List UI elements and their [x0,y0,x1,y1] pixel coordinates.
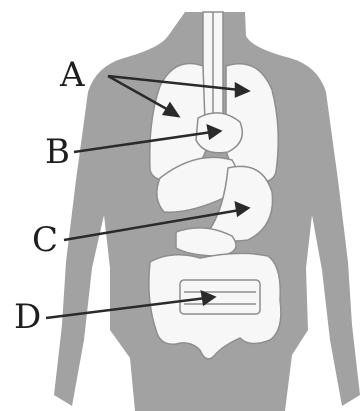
label-b: B [45,132,70,172]
label-d: D [14,297,41,337]
small-intestine [180,280,260,314]
label-a: A [59,55,85,95]
label-c: C [32,220,58,260]
